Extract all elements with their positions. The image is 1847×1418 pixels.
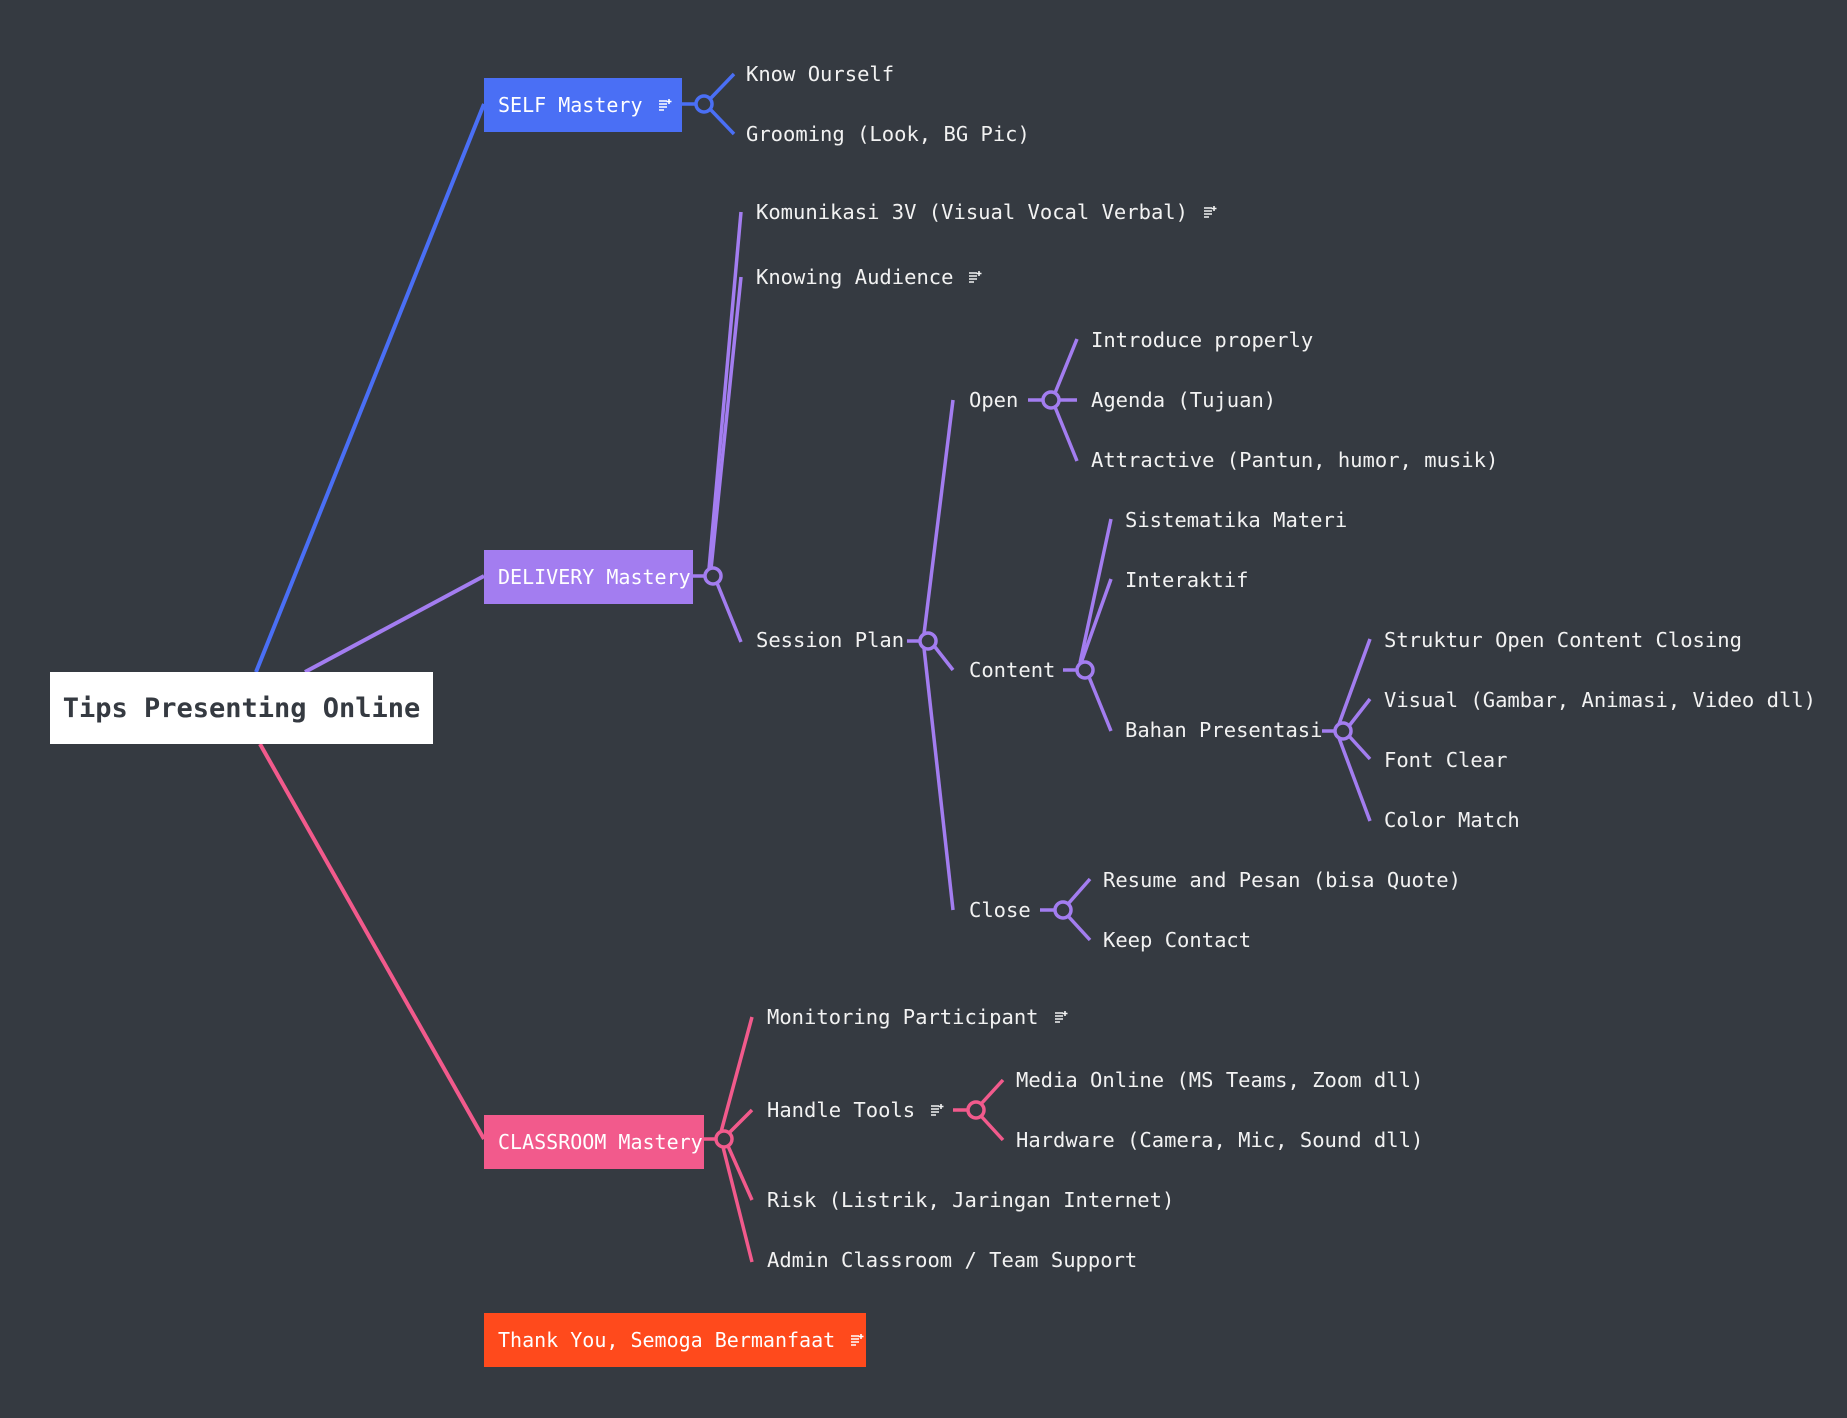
node-label: Content bbox=[969, 658, 1056, 682]
node-color-match[interactable]: Color Match bbox=[1384, 807, 1520, 833]
node-label: Handle Tools bbox=[767, 1098, 916, 1122]
node-know-ourself[interactable]: Know Ourself bbox=[746, 61, 894, 87]
node-label: Monitoring Participant bbox=[767, 1005, 1039, 1029]
node-session-plan[interactable]: Session Plan bbox=[756, 627, 904, 653]
node-knowing-audience[interactable]: Knowing Audience bbox=[756, 264, 982, 290]
node-label: Font Clear bbox=[1384, 748, 1508, 772]
note-icon[interactable] bbox=[1054, 1011, 1068, 1023]
root-node[interactable]: Tips Presenting Online bbox=[50, 672, 433, 744]
node-label: Admin Classroom / Team Support bbox=[767, 1248, 1138, 1272]
delivery-mastery-node[interactable]: DELIVERY Mastery bbox=[484, 550, 693, 604]
closing-label: Thank You, Semoga Bermanfaat bbox=[498, 1328, 836, 1352]
node-label: Attractive (Pantun, humor, musik) bbox=[1091, 448, 1499, 472]
node-content[interactable]: Content bbox=[969, 657, 1055, 683]
node-risk[interactable]: Risk (Listrik, Jaringan Internet) bbox=[767, 1187, 1174, 1213]
node-label: Sistematika Materi bbox=[1125, 508, 1348, 532]
node-komunikasi-3v[interactable]: Komunikasi 3V (Visual Vocal Verbal) bbox=[756, 199, 1217, 225]
self-branch-connectors bbox=[682, 72, 736, 136]
node-label: Color Match bbox=[1384, 808, 1520, 832]
node-monitoring-participant[interactable]: Monitoring Participant bbox=[767, 1004, 1068, 1030]
connector-root-delivery bbox=[304, 574, 485, 674]
node-bahan-presentasi[interactable]: Bahan Presentasi bbox=[1125, 717, 1322, 743]
node-handle-tools[interactable]: Handle Tools bbox=[767, 1097, 944, 1123]
node-label: Komunikasi 3V (Visual Vocal Verbal) bbox=[756, 200, 1188, 224]
node-introduce-properly[interactable]: Introduce properly bbox=[1091, 327, 1313, 353]
delivery-mastery-label: DELIVERY Mastery bbox=[498, 565, 691, 589]
node-media-online[interactable]: Media Online (MS Teams, Zoom dll) bbox=[1016, 1067, 1423, 1093]
root-label: Tips Presenting Online bbox=[62, 692, 421, 724]
node-label: Open bbox=[969, 388, 1019, 412]
node-label: Bahan Presentasi bbox=[1125, 718, 1323, 742]
closing-node[interactable]: Thank You, Semoga Bermanfaat bbox=[484, 1313, 866, 1367]
classroom-branch-connectors bbox=[703, 1016, 1005, 1263]
node-close[interactable]: Close bbox=[969, 897, 1031, 923]
node-agenda[interactable]: Agenda (Tujuan) bbox=[1091, 387, 1276, 413]
node-label: Know Ourself bbox=[746, 62, 895, 86]
self-mastery-label: SELF Mastery bbox=[498, 93, 643, 117]
node-label: Risk (Listrik, Jaringan Internet) bbox=[767, 1188, 1175, 1212]
node-label: Interaktif bbox=[1125, 568, 1249, 592]
node-label: Hardware (Camera, Mic, Sound dll) bbox=[1016, 1128, 1424, 1152]
node-admin-classroom[interactable]: Admin Classroom / Team Support bbox=[767, 1247, 1137, 1273]
node-resume-pesan[interactable]: Resume and Pesan (bisa Quote) bbox=[1103, 867, 1461, 893]
node-label: Resume and Pesan (bisa Quote) bbox=[1103, 868, 1461, 892]
classroom-mastery-label: CLASSROOM Mastery bbox=[498, 1130, 703, 1154]
node-label: Close bbox=[969, 898, 1031, 922]
node-label: Struktur Open Content Closing bbox=[1384, 628, 1742, 652]
node-attractive[interactable]: Attractive (Pantun, humor, musik) bbox=[1091, 447, 1498, 473]
node-label: Knowing Audience bbox=[756, 265, 954, 289]
connector-root-self bbox=[254, 103, 486, 673]
node-interaktif[interactable]: Interaktif bbox=[1125, 567, 1248, 593]
node-font-clear[interactable]: Font Clear bbox=[1384, 747, 1507, 773]
classroom-mastery-node[interactable]: CLASSROOM Mastery bbox=[484, 1115, 704, 1169]
node-struktur[interactable]: Struktur Open Content Closing bbox=[1384, 627, 1742, 653]
connector-root-classroom bbox=[258, 743, 486, 1140]
note-icon[interactable] bbox=[969, 271, 982, 283]
node-label: Introduce properly bbox=[1091, 328, 1314, 352]
node-open[interactable]: Open bbox=[969, 387, 1018, 413]
delivery-branch-connectors bbox=[693, 211, 1372, 942]
note-icon[interactable] bbox=[658, 99, 672, 111]
note-icon[interactable] bbox=[931, 1104, 944, 1116]
node-label: Session Plan bbox=[756, 628, 905, 652]
node-hardware[interactable]: Hardware (Camera, Mic, Sound dll) bbox=[1016, 1127, 1423, 1153]
self-mastery-node[interactable]: SELF Mastery bbox=[484, 78, 682, 132]
node-visual[interactable]: Visual (Gambar, Animasi, Video dll) bbox=[1384, 687, 1816, 713]
note-icon[interactable] bbox=[851, 1334, 864, 1346]
node-label: Grooming (Look, BG Pic) bbox=[746, 122, 1030, 146]
node-sistematika-materi[interactable]: Sistematika Materi bbox=[1125, 507, 1347, 533]
note-icon[interactable] bbox=[1203, 206, 1217, 218]
node-grooming[interactable]: Grooming (Look, BG Pic) bbox=[746, 121, 1030, 147]
node-label: Media Online (MS Teams, Zoom dll) bbox=[1016, 1068, 1424, 1092]
node-label: Agenda (Tujuan) bbox=[1091, 388, 1277, 412]
node-label: Keep Contact bbox=[1103, 928, 1252, 952]
node-keep-contact[interactable]: Keep Contact bbox=[1103, 927, 1251, 953]
node-label: Visual (Gambar, Animasi, Video dll) bbox=[1384, 688, 1816, 712]
